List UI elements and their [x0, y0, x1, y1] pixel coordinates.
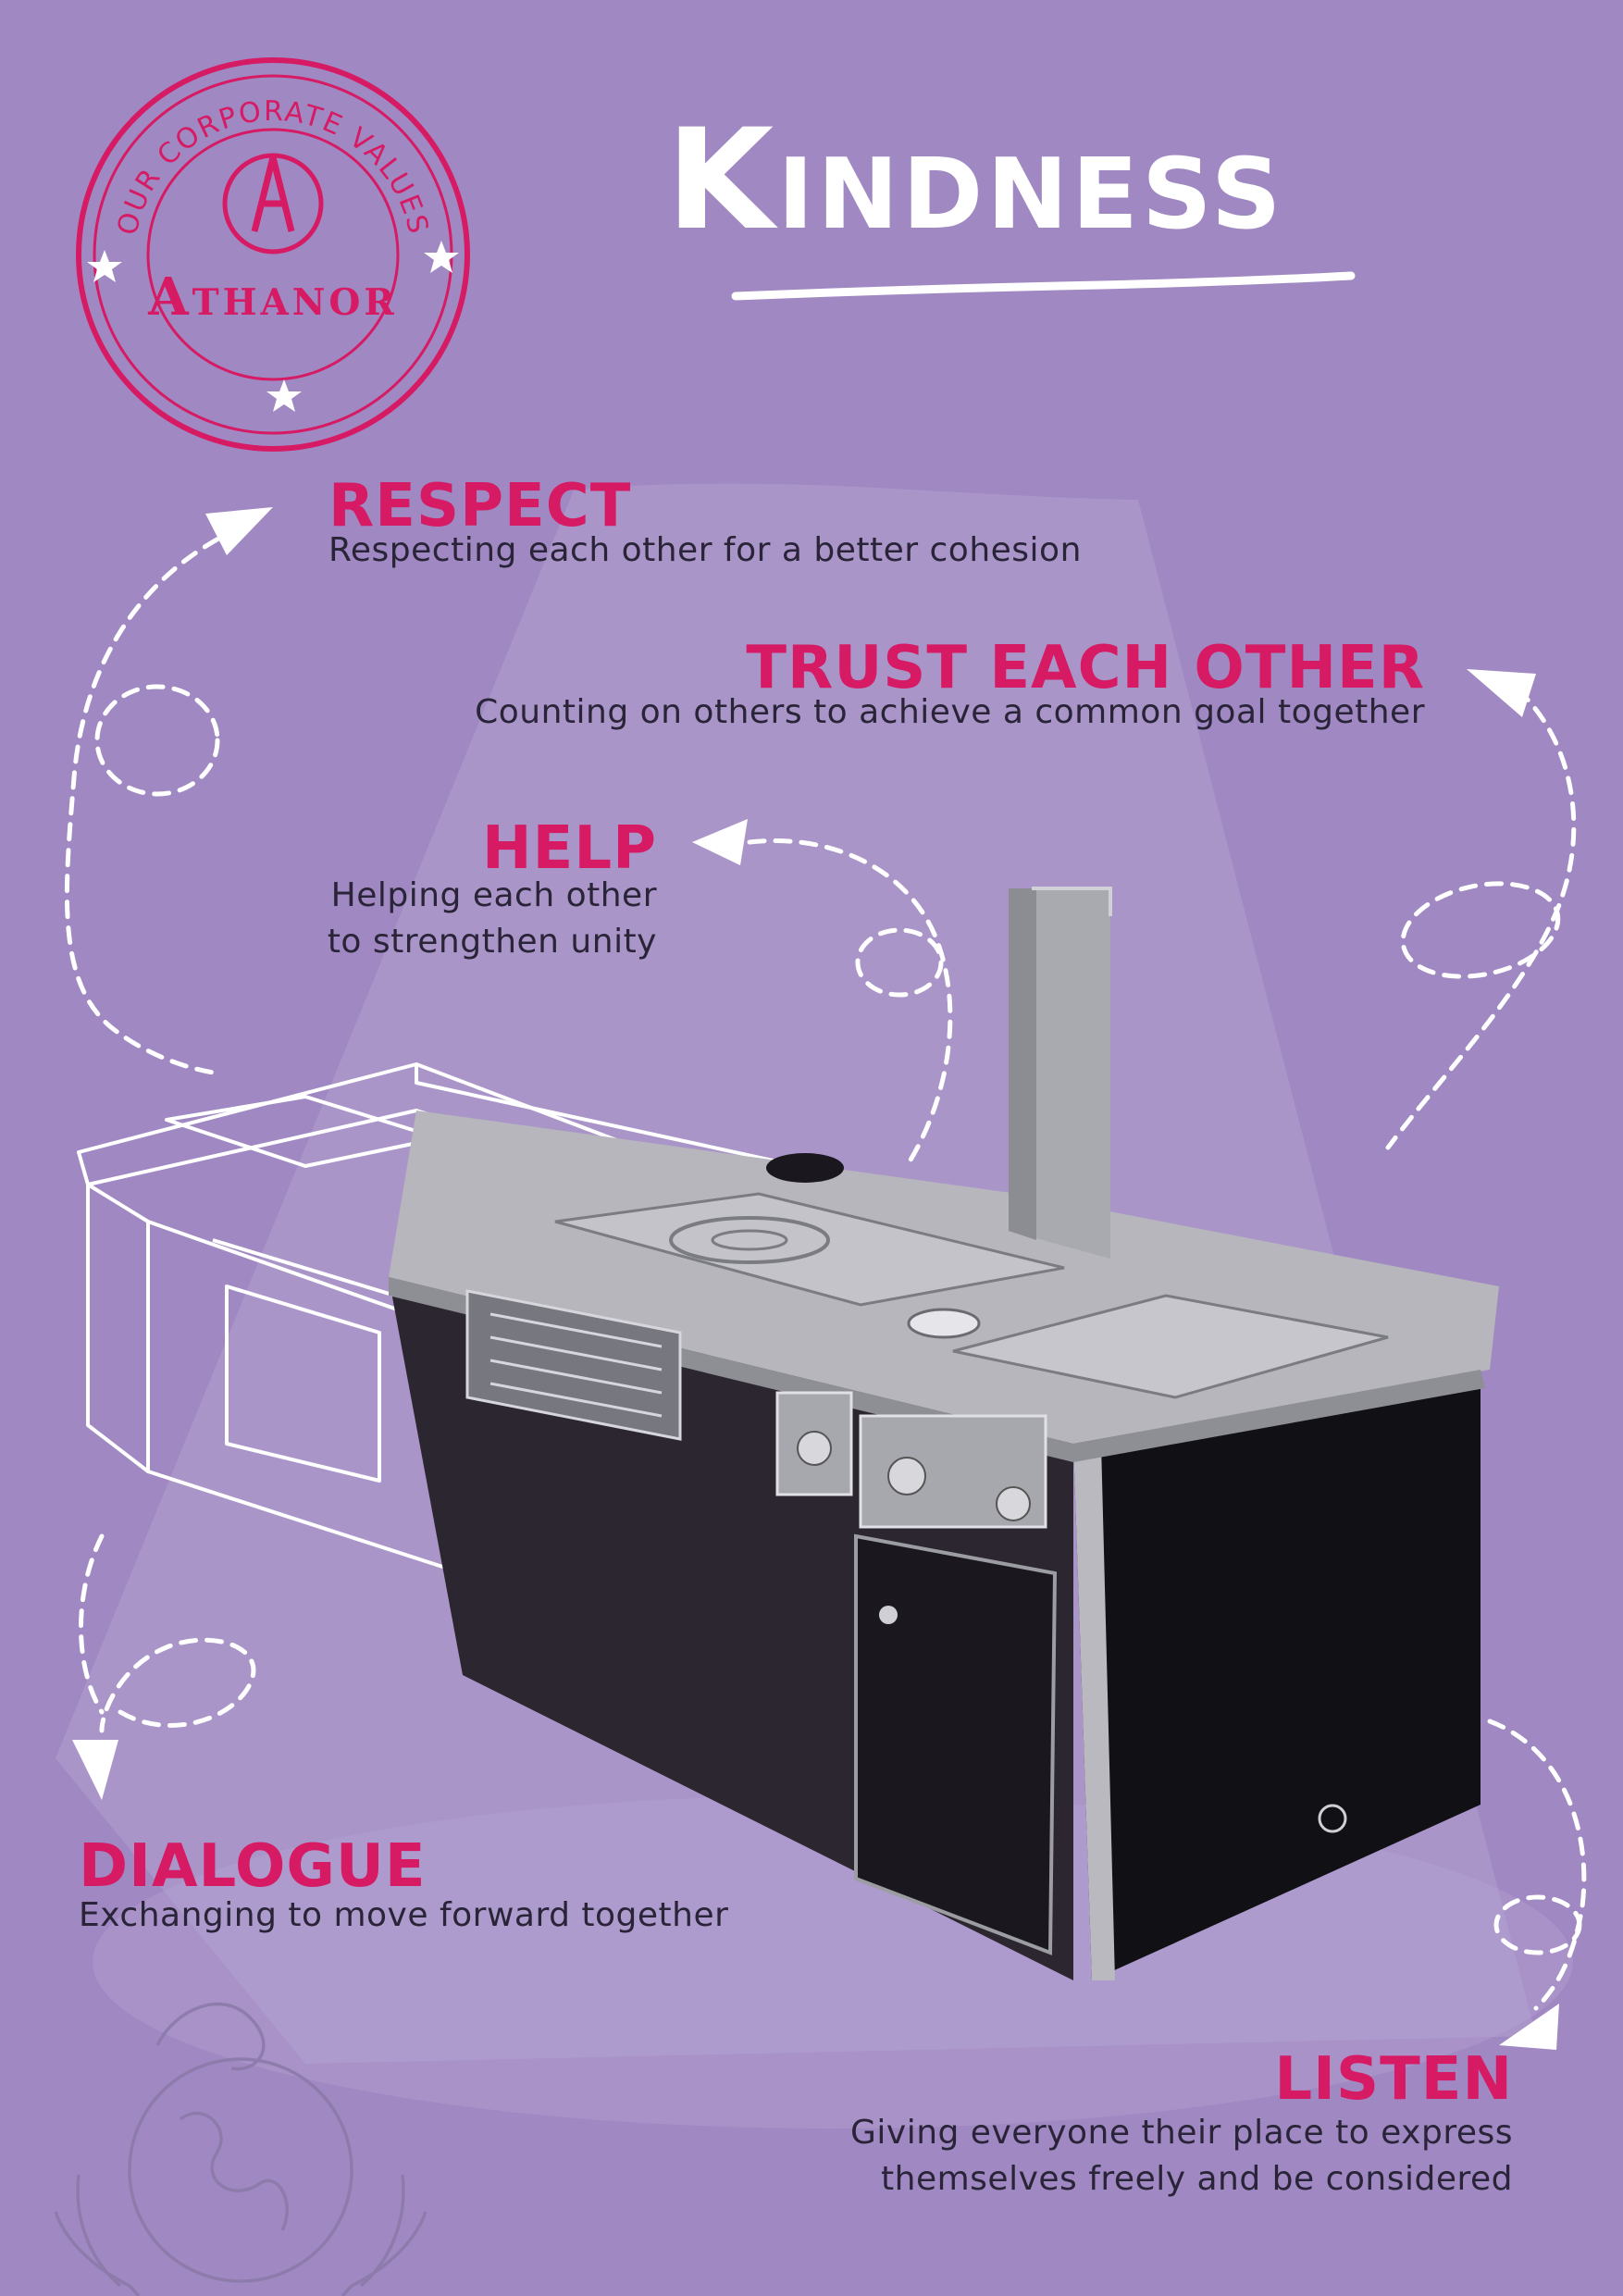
value-desc-help-line2: to strengthen unity	[327, 923, 657, 961]
value-desc-listen-line2: themselves freely and be considered	[881, 2160, 1513, 2198]
stamp-brand-text: Athanor	[147, 267, 398, 328]
arrow-dialogue	[79, 1533, 256, 1733]
star-icon	[87, 250, 122, 282]
value-desc-respect: Respecting each other for a better cohes…	[328, 531, 1082, 569]
title-underline	[731, 271, 1356, 301]
globe-hands-icon	[54, 2002, 427, 2296]
value-desc-help-line1: Helping each other	[330, 876, 657, 914]
value-title-listen: LISTEN	[1274, 2045, 1513, 2114]
value-title-trust: TRUST EACH OTHER	[746, 634, 1425, 702]
value-title-dialogue: DIALOGUE	[79, 1832, 427, 1901]
arrow-icon	[72, 1740, 118, 1800]
page-title: Kindness	[666, 100, 1285, 261]
star-icon	[424, 241, 459, 273]
arrow-help	[747, 838, 953, 1169]
value-desc-listen-line1: Giving everyone their place to express	[849, 2114, 1513, 2152]
arrow-icon	[205, 507, 273, 555]
value-desc-dialogue: Exchanging to move forward together	[79, 1896, 729, 1934]
value-desc-trust: Counting on others to achieve a common g…	[475, 693, 1425, 731]
star-icon	[266, 379, 302, 412]
arrow-listen	[1487, 1719, 1587, 2011]
value-title-respect: RESPECT	[328, 472, 632, 540]
arrow-respect	[64, 525, 243, 1076]
arrow-trust	[1385, 687, 1577, 1150]
stamp-logo-icon: OUR CORPORATE VALUES Athanor	[76, 57, 470, 452]
arrow-icon	[1499, 2004, 1559, 2050]
value-title-help: HELP	[482, 814, 657, 883]
arrow-icon	[1467, 669, 1536, 717]
kitchen-island-illustration	[77, 887, 1499, 1980]
arrow-icon	[692, 819, 748, 865]
